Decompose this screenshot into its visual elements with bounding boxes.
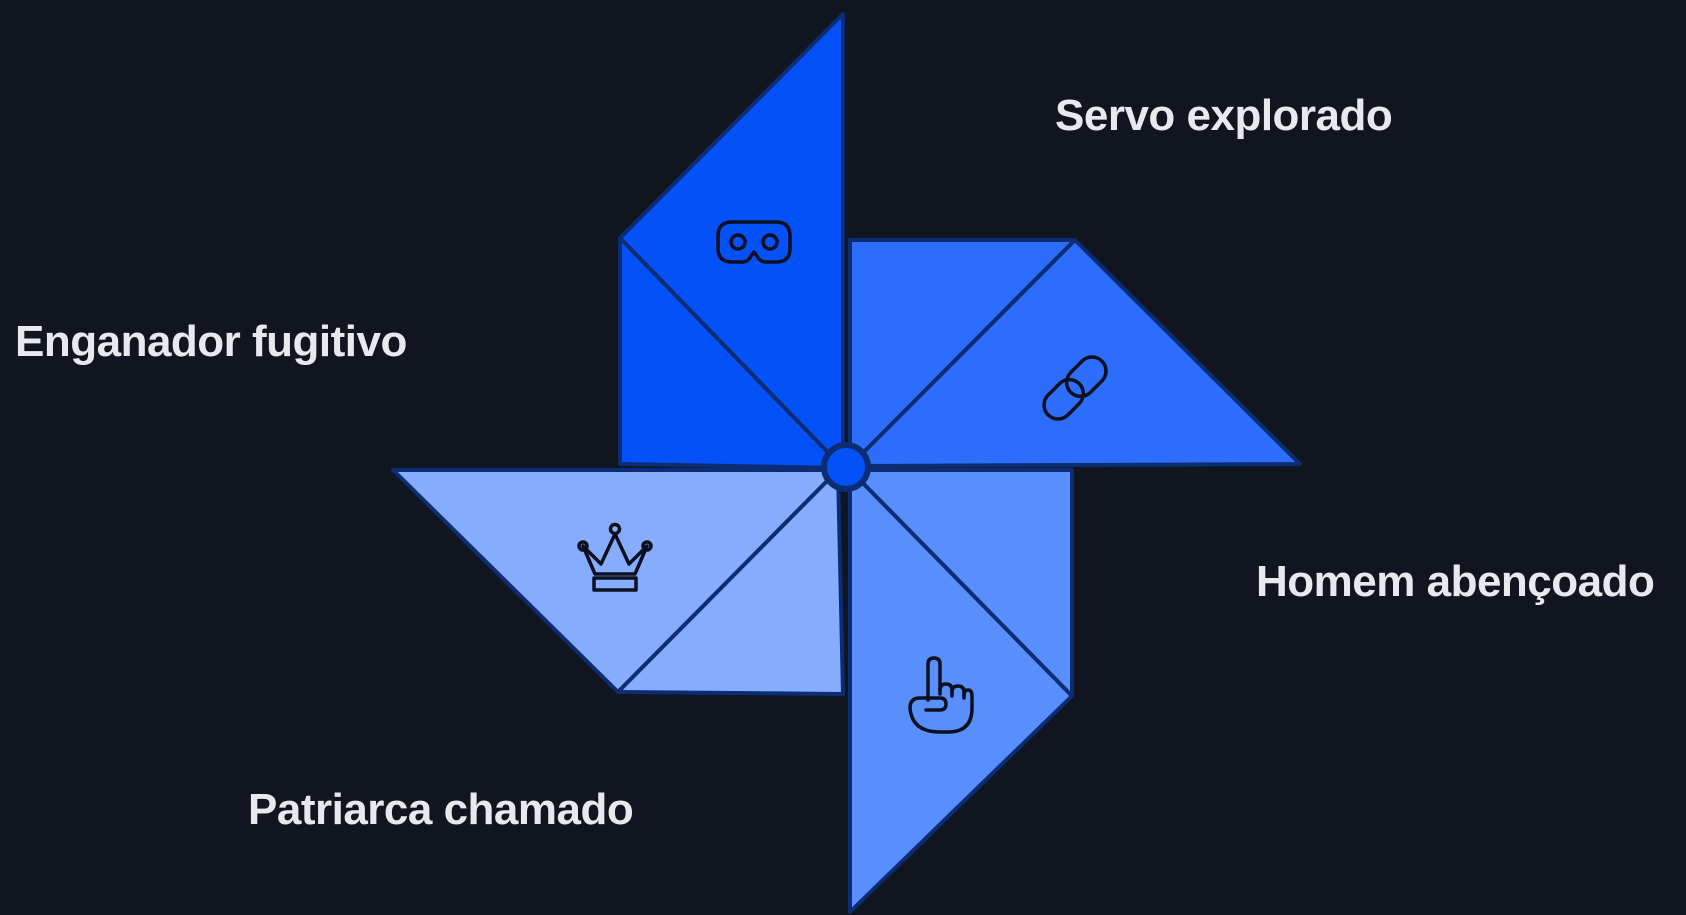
blade-left (391, 468, 845, 696)
label-homem-abencoado: Homem abençoado (1256, 557, 1655, 606)
label-servo-explorado: Servo explorado (1055, 91, 1393, 140)
label-enganador-fugitivo: Enganador fugitivo (15, 317, 407, 366)
pinwheel-hub (821, 442, 871, 492)
mask-icon (716, 220, 792, 264)
pointing-finger-icon (908, 656, 974, 734)
blade-right (848, 238, 1302, 468)
chain-link-icon (1042, 355, 1108, 421)
label-patriarca-chamado: Patriarca chamado (248, 785, 634, 834)
crown-icon (577, 522, 653, 592)
blade-bottom (848, 468, 1074, 914)
